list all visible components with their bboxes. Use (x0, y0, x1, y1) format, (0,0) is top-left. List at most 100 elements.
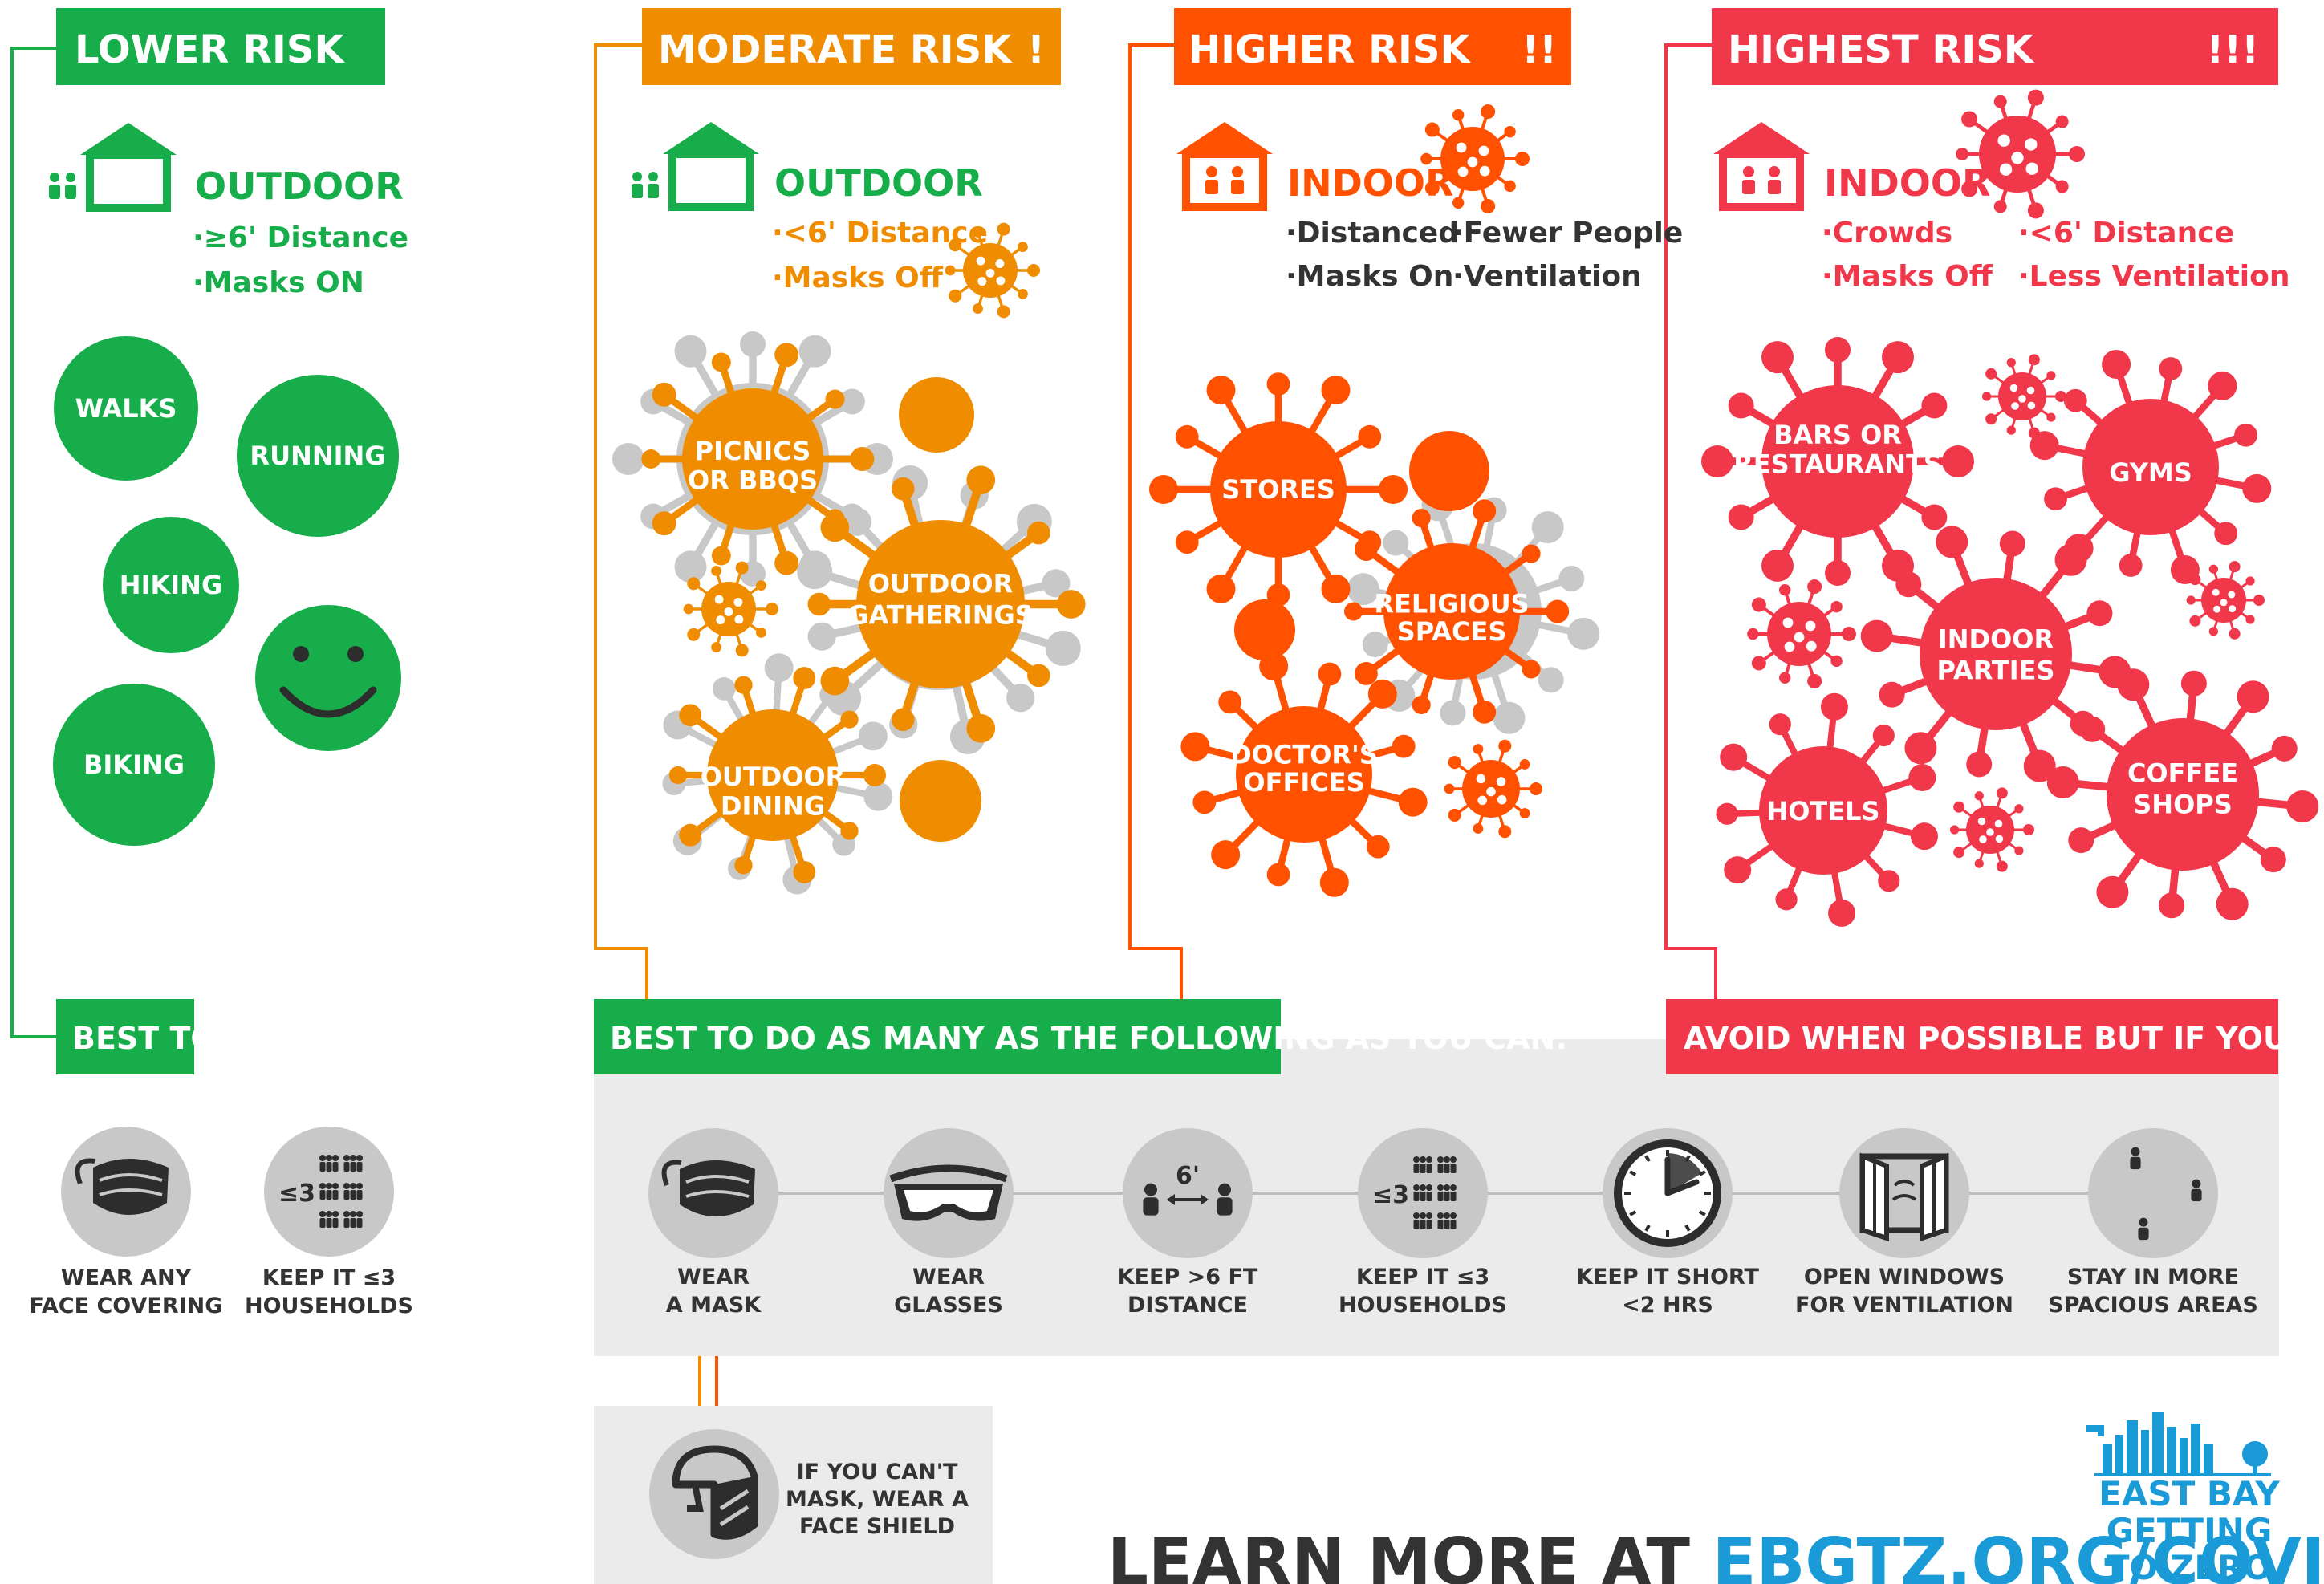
tip-caption-7-2: SPACIOUS AREAS (2048, 1293, 2258, 1318)
face-shield-icon (649, 1429, 779, 1559)
tip-caption-2-2: GLASSES (894, 1293, 1003, 1318)
hotels-bubble (1716, 692, 1938, 927)
higher-bullet-2: ·Fewer People (1452, 217, 1683, 250)
best-to-bar (56, 999, 194, 1074)
tip-caption-3-2: DISTANCE (1127, 1293, 1248, 1318)
higher-bullet-1: ·Distanced (1286, 217, 1459, 250)
hiking-label: HIKING (120, 570, 222, 600)
tip-caption-1-1: WEAR (677, 1265, 750, 1290)
bars-restaurants-bubble (1701, 337, 1974, 586)
indoor-parties-label-line-1: INDOOR (1938, 623, 2054, 654)
small-virus-highest-3 (1747, 579, 1856, 688)
best-do-label: BEST TO DO AS MANY AS THE FOLLOWING AS Y… (610, 1021, 1567, 1056)
biking-label: BIKING (83, 749, 185, 780)
tip-caption-4-1: KEEP IT ≤3 (1356, 1265, 1489, 1290)
red-dot-1 (1409, 431, 1489, 511)
highest-bullet-1: ·Crowds (1822, 217, 1952, 250)
lower-header: LOWER RISK (75, 27, 345, 72)
logo-line-1: EAST BAY (2099, 1474, 2280, 1513)
orange-dot-2 (900, 760, 981, 842)
higher-bullet-3: ·Masks On (1286, 260, 1453, 293)
tip-caption-1-2: A MASK (666, 1293, 762, 1318)
tip-caption-5-2: <2 HRS (1622, 1293, 1713, 1318)
moderate-header-bar (642, 8, 1061, 85)
higher-connector (1128, 43, 1183, 999)
mask-icon (648, 1128, 778, 1258)
religious-spaces-label-line-2: SPACES (1397, 616, 1507, 647)
lower-connector (10, 47, 56, 1038)
indoor-parties-label-line-2: PARTIES (1936, 655, 2054, 685)
smiley-icon (255, 605, 401, 751)
households-badge: ≤3 (278, 1180, 315, 1208)
moderate-header: MODERATE RISK (658, 27, 1013, 72)
highest-header: HIGHEST RISK (1728, 27, 2035, 72)
best-to-households-caption-2: HOUSEHOLDS (245, 1294, 413, 1318)
higher-bullet-4: ·Ventilation (1452, 260, 1642, 293)
orange-dot-1 (899, 377, 974, 453)
logo-line-2: GETTING (2107, 1511, 2273, 1550)
tip-caption-6-1: OPEN WINDOWS (1804, 1265, 2005, 1290)
lower-setting: OUTDOOR (195, 164, 404, 208)
tip-caption-6-2: FOR VENTILATION (1795, 1293, 2013, 1318)
small-virus-moderate-2 (945, 222, 1040, 319)
glasses-icon (884, 1128, 1014, 1258)
moderate-bullet-2: ·Masks Off (772, 262, 944, 294)
learn-url-link[interactable]: EBGTZ.ORG/COVID (1713, 1525, 2324, 1584)
higher-header: HIGHER RISK (1188, 27, 1471, 72)
doctors-offices-bubble (1180, 652, 1428, 897)
moderate-outdoor-house-icon (632, 122, 759, 211)
hotels-label-line-1: HOTELS (1766, 796, 1879, 827)
coffee-shops-label-line-2: SHOPS (2133, 789, 2233, 819)
higher-header-bar (1174, 8, 1571, 85)
doctors-offices-label-line-1: DOCTOR'S (1230, 739, 1378, 770)
east-bay-logo: EAST BAY GETTING TO ZERO (2086, 1412, 2280, 1584)
higher-marks: !! (1522, 27, 1557, 72)
mask-icon (61, 1127, 191, 1257)
learn-more-text: LEARN MORE AT EBGTZ.ORG/COVID (1107, 1525, 2324, 1584)
lower-outdoor-house-icon (49, 123, 177, 212)
bars-restaurants-label-line-2: RESTAURANTS (1733, 449, 1942, 480)
window-icon (1839, 1128, 1969, 1258)
outdoor-gatherings-label-line-1: OUTDOOR (868, 568, 1014, 599)
households-icon: ≤3 (1358, 1128, 1488, 1258)
small-virus-higher-1 (1444, 739, 1542, 839)
biking-bubble (53, 684, 215, 846)
red-dot-2 (1234, 599, 1295, 660)
small-virus-moderate-1 (683, 561, 778, 657)
households-badge: ≤3 (1372, 1181, 1409, 1209)
higher-setting: INDOOR (1287, 161, 1453, 205)
small-virus-highest-2 (1982, 354, 2066, 439)
outdoor-gatherings-label-line-2: GATHERINGS (847, 599, 1034, 630)
highest-bullet-2: ·<6' Distance (2018, 217, 2234, 250)
higher-indoor-house-icon (1176, 122, 1273, 211)
distance-badge: 6' (1176, 1162, 1200, 1190)
moderate-connector (594, 43, 648, 999)
best-to-mask-caption-2: FACE COVERING (30, 1294, 223, 1318)
small-virus-higher-2 (1420, 104, 1530, 213)
walks-bubble (54, 336, 198, 481)
best-to-label: BEST TO: (72, 1021, 229, 1056)
running-bubble (237, 375, 399, 537)
outdoor-dining-label-line-1: OUTDOOR (701, 762, 846, 792)
virus-layer (612, 89, 2319, 927)
highest-bullet-4: ·Less Ventilation (2018, 260, 2289, 293)
highest-marks: !!! (2206, 27, 2259, 72)
avoid-bar (1666, 999, 2278, 1074)
lower-header-bar (56, 8, 385, 85)
spacious-icon (2088, 1128, 2218, 1258)
highest-setting: INDOOR (1824, 161, 1990, 205)
best-to-mask-caption-1: WEAR ANY (61, 1265, 192, 1290)
doctors-offices-label-line-2: OFFICES (1243, 767, 1364, 798)
tip-caption-2-1: WEAR (912, 1265, 985, 1290)
picnics-bubble (641, 343, 875, 575)
running-label: RUNNING (250, 441, 385, 471)
skyline-icon (2086, 1412, 2271, 1476)
shield-caption-1: IF YOU CAN'T (797, 1460, 958, 1484)
lower-bullet-1: ·≥6' Distance (193, 221, 408, 254)
gyms-bubble (2029, 350, 2272, 584)
stores-label-line-1: STORES (1221, 474, 1335, 505)
learn-prefix: LEARN MORE AT (1107, 1525, 1713, 1584)
walks-label: WALKS (75, 393, 177, 424)
avoid-label: AVOID WHEN POSSIBLE BUT IF YOU ATTEND: (1684, 1021, 2324, 1056)
